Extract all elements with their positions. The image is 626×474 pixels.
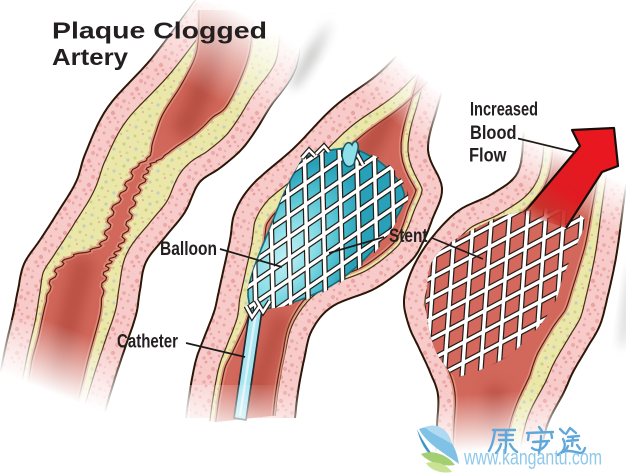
svg-text:Blood: Blood [470,122,517,144]
svg-text:Increased: Increased [470,99,538,121]
svg-text:Artery: Artery [52,44,128,70]
svg-text:www.kangantu.com: www.kangantu.com [463,447,602,470]
svg-text:Flow: Flow [469,145,507,167]
svg-text:Balloon: Balloon [160,239,217,260]
svg-text:Plaque Clogged: Plaque Clogged [52,18,267,44]
svg-text:Catheter: Catheter [117,332,178,353]
svg-text:Stent: Stent [389,226,428,247]
